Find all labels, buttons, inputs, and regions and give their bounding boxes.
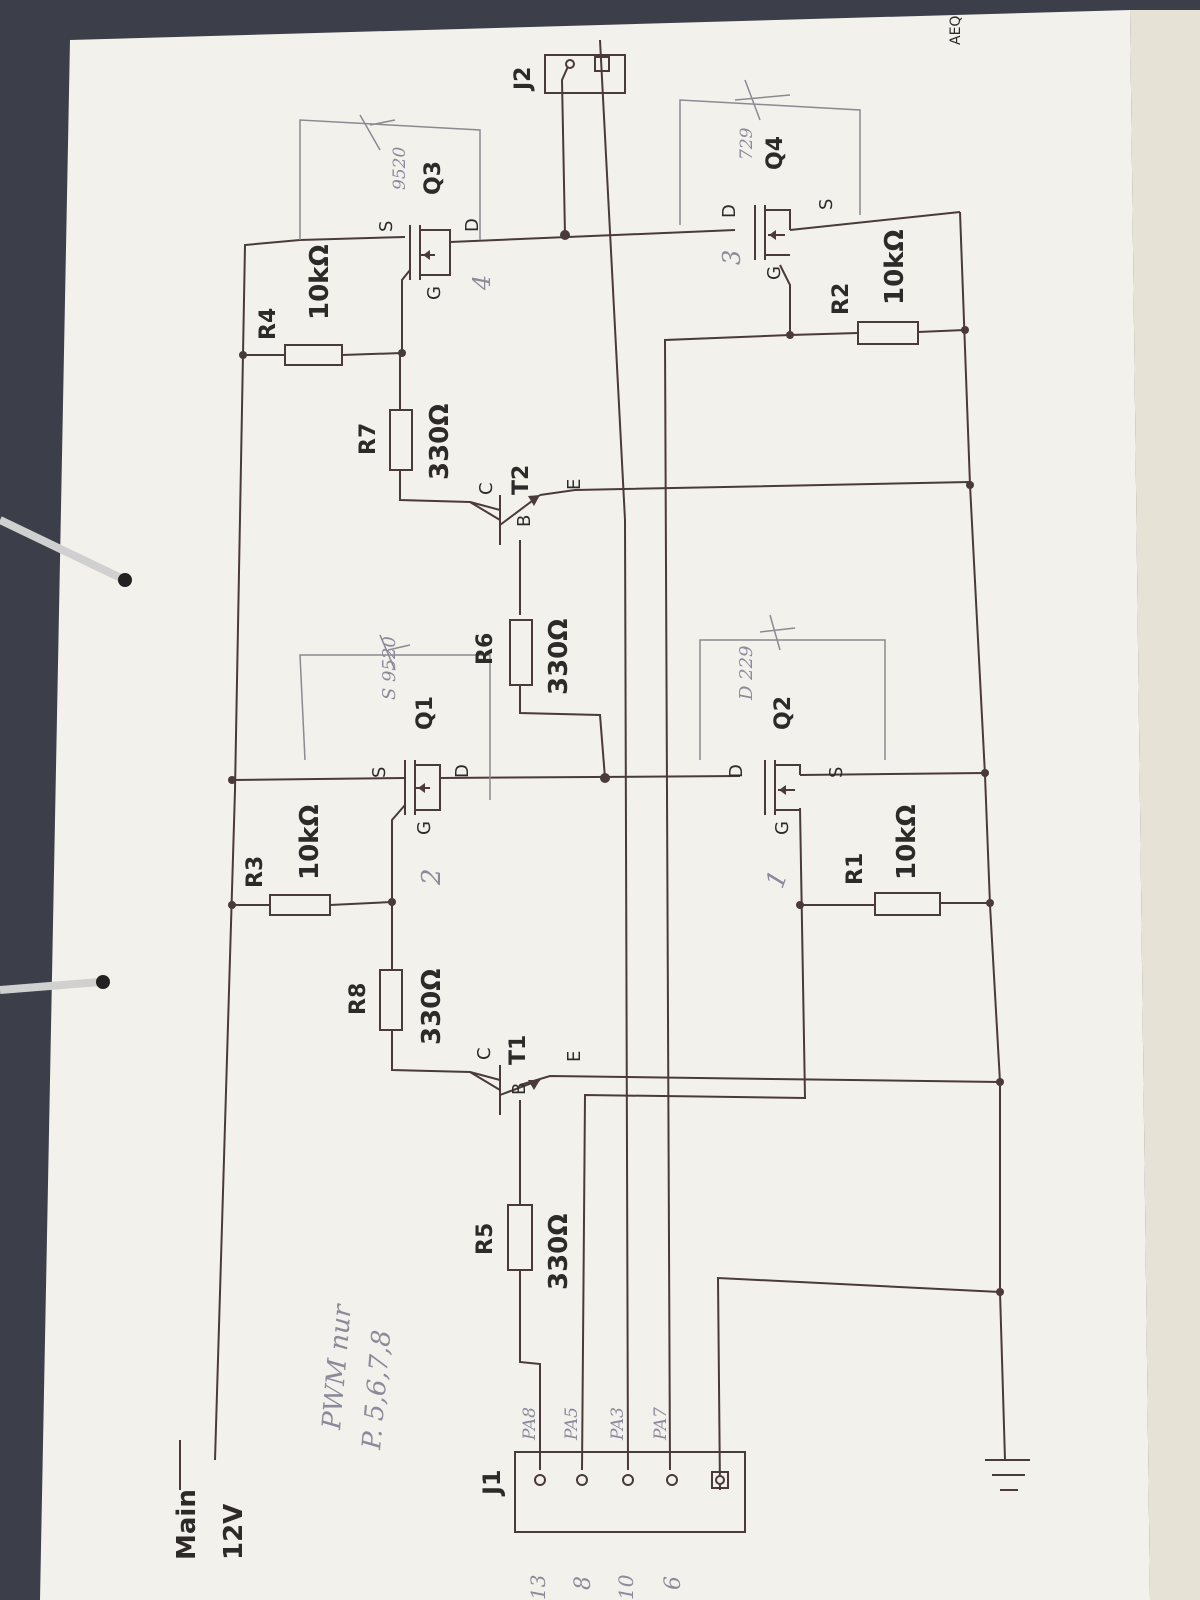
- r6-body: [509, 619, 533, 686]
- pin-t2-c: C: [476, 482, 497, 495]
- pushpin-top: [118, 573, 132, 587]
- label-r4: R4: [256, 308, 281, 340]
- r4-body: [284, 344, 343, 366]
- label-t2: T2: [509, 465, 534, 495]
- note-pa3: PA3: [608, 1407, 628, 1441]
- note-g3: 3: [718, 250, 746, 265]
- note-pa5: PA5: [562, 1407, 582, 1441]
- value-r2: 10kΩ: [880, 229, 910, 305]
- value-r4: 10kΩ: [305, 244, 335, 320]
- pin-t2-e: E: [564, 479, 585, 490]
- label-t1: T1: [506, 1035, 531, 1065]
- pin-q1-d: D: [452, 764, 473, 778]
- pin-q1-g: G: [414, 821, 435, 835]
- label-q1: Q1: [413, 696, 438, 730]
- note-pa7: PA7: [651, 1407, 671, 1441]
- label-q2: Q2: [771, 696, 796, 730]
- connector-j2: [544, 54, 626, 94]
- label-12v: 12V: [219, 1504, 249, 1560]
- junction-dots: [228, 230, 1004, 1296]
- label-r2: R2: [829, 283, 854, 315]
- pin-q3-g: G: [424, 286, 445, 300]
- transistor-t2: [469, 494, 541, 545]
- label-r6: R6: [473, 633, 498, 665]
- label-q3: Q3: [421, 161, 446, 195]
- label-main: Main: [172, 1489, 202, 1560]
- label-q4: Q4: [763, 136, 788, 170]
- schematic-labels: Main 12V J1 J2 AEQ R3 10kΩ R4 10kΩ R8 33…: [172, 16, 964, 1560]
- r2-body: [857, 321, 919, 345]
- note-n8: 8: [571, 1576, 596, 1590]
- r5-body: [507, 1204, 533, 1271]
- label-r8: R8: [346, 983, 371, 1015]
- wires: [179, 39, 1030, 1491]
- pin-q3-d: D: [462, 218, 483, 232]
- pin-q2-g: G: [772, 821, 793, 835]
- note-q2: D 229: [736, 645, 757, 701]
- r3-body: [269, 894, 331, 916]
- note-g2: 2: [417, 868, 447, 886]
- pin-q4-d: D: [719, 204, 740, 218]
- note-pa8: PA8: [520, 1407, 540, 1441]
- value-r7: 330Ω: [425, 404, 455, 480]
- note-n13: 13: [526, 1575, 550, 1600]
- pin-q1-s: S: [369, 767, 390, 778]
- value-r3: 10kΩ: [295, 804, 325, 880]
- pin-q4-s: S: [816, 199, 837, 210]
- label-r3: R3: [243, 856, 268, 888]
- pin-t1-c: C: [474, 1047, 495, 1060]
- label-r1: R1: [843, 853, 868, 885]
- pin-t2-b: B: [514, 515, 535, 527]
- note-q4: 729: [737, 127, 757, 160]
- value-r8: 330Ω: [417, 969, 447, 1045]
- paper-sheet: [40, 10, 1150, 1600]
- mosfet-q3: [409, 225, 451, 280]
- r1-body: [874, 892, 941, 916]
- note-q3: 9520: [390, 147, 410, 190]
- label-j2: J2: [511, 67, 536, 93]
- resistors: [269, 321, 941, 1271]
- pin-q2-d: D: [726, 764, 747, 778]
- mosfet-q1: [404, 760, 441, 815]
- label-j1: J1: [478, 1469, 506, 1497]
- pin-q4-g: G: [764, 266, 785, 280]
- pencil-markings: [299, 79, 886, 800]
- mosfet-q2: [764, 760, 801, 815]
- note-q1: S 9520: [379, 636, 400, 700]
- label-r7: R7: [356, 423, 381, 455]
- r7-body: [389, 409, 413, 471]
- label-corner: AEQ: [948, 16, 964, 45]
- pin-q3-s: S: [376, 221, 397, 232]
- value-r1: 10kΩ: [892, 804, 922, 880]
- mosfet-q4: [754, 205, 791, 260]
- transistor-t1: [469, 1065, 541, 1115]
- note-n6: 6: [661, 1576, 686, 1590]
- pin-q2-s: S: [826, 767, 847, 778]
- note-n10: 10: [614, 1574, 638, 1600]
- note-g4: 4: [468, 275, 496, 291]
- pin-t1-e: E: [564, 1051, 585, 1062]
- pin-t1-b: B: [509, 1083, 530, 1095]
- connector-j1: [514, 1451, 746, 1533]
- value-r5: 330Ω: [544, 1214, 574, 1290]
- value-r6: 330Ω: [544, 619, 574, 695]
- label-r5: R5: [473, 1223, 498, 1255]
- r8-body: [379, 969, 403, 1031]
- pushpin-bottom: [96, 975, 110, 989]
